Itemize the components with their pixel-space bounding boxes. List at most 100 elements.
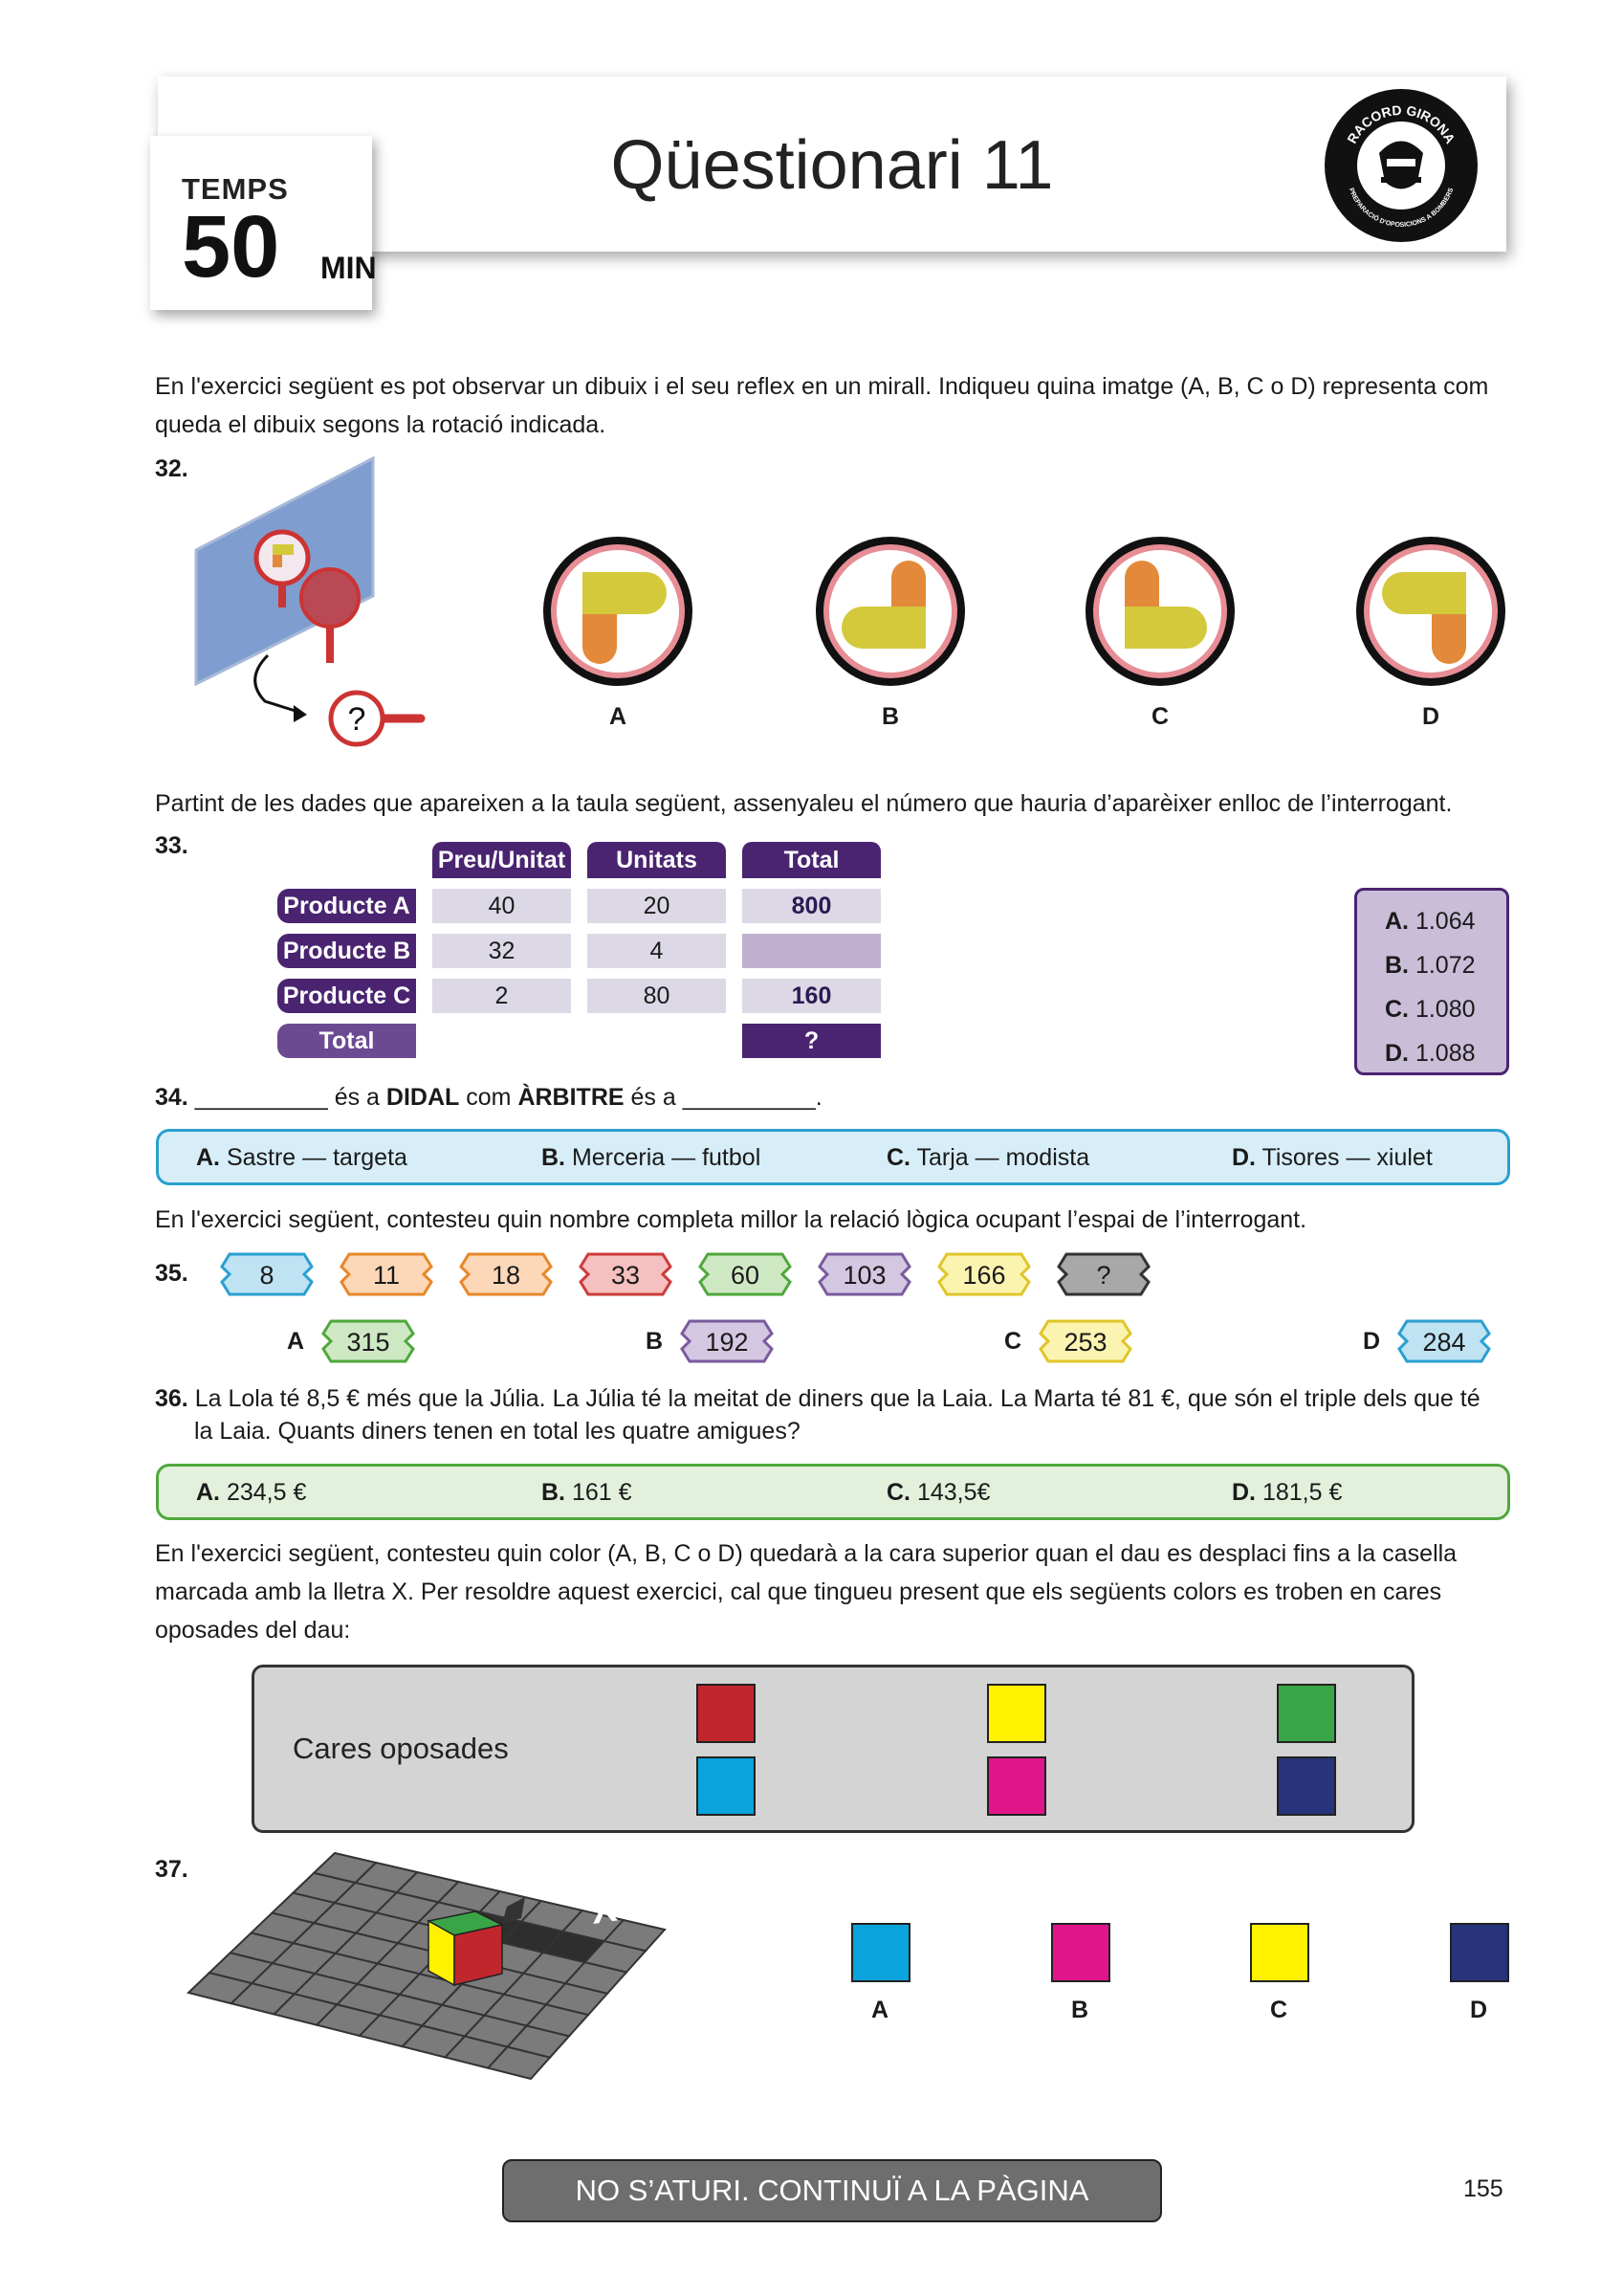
q37-intro-line2: marcada amb la lletra X. Per resoldre aq…	[155, 1578, 1442, 1605]
q36-option-d[interactable]: D. 181,5 €	[1232, 1479, 1343, 1506]
option-tag-a: 315	[321, 1319, 415, 1363]
q37-intro-line1: En l'exercici següent, contesteu quin co…	[155, 1540, 1458, 1567]
time-label: TEMPS	[182, 172, 289, 206]
sequence-tag-1-value: 8	[259, 1261, 274, 1290]
q37-option-a-swatch[interactable]	[851, 1923, 910, 1982]
target-x-mark: X	[588, 1888, 620, 1932]
q33-answer-d[interactable]: D. 1.088	[1385, 1040, 1476, 1067]
q34-option-a[interactable]: A. Sastre — targeta	[196, 1144, 407, 1171]
q37-option-d-swatch[interactable]	[1450, 1923, 1509, 1982]
q32-option-a[interactable]	[540, 534, 695, 694]
continue-next-page-button[interactable]: NO S’ATURI. CONTINUÏ A LA PÀGINA SEGÜENT	[502, 2159, 1162, 2266]
q32-option-b[interactable]	[813, 534, 968, 694]
q32-label-d: D	[1421, 703, 1440, 730]
q32-intro-line2: queda el dibuix segons la rotació indica…	[155, 411, 606, 438]
q37-label-c: C	[1269, 1997, 1288, 2023]
pair2-top-square	[987, 1684, 1046, 1743]
q33-number: 33.	[155, 832, 188, 859]
q34-option-c[interactable]: C. Tarja — modista	[887, 1144, 1090, 1171]
header-banner	[158, 77, 1506, 252]
q33-answer-a[interactable]: A. 1.064	[1385, 908, 1476, 935]
q35-number: 35.	[155, 1260, 188, 1287]
q35-intro: En l'exercici següent, contesteu quin no…	[155, 1206, 1307, 1233]
pair2-bottom-square	[987, 1756, 1046, 1816]
option-tag-a-value: 315	[347, 1328, 390, 1357]
q32-option-d[interactable]	[1353, 534, 1508, 694]
cares-oposades-box	[252, 1665, 1415, 1833]
option-b-figure	[816, 537, 965, 686]
sequence-tag-4-value: 33	[611, 1261, 640, 1290]
q32-number: 32.	[155, 455, 188, 482]
q33-answer-c[interactable]: C. 1.080	[1385, 996, 1476, 1023]
cell-a-unitats: 20	[587, 889, 726, 923]
q37-label-a: A	[870, 1997, 889, 2023]
q33-intro: Partint de les dades que apareixen a la …	[155, 790, 1453, 817]
q36-line1: 36. La Lola té 8,5 € més que la Júlia. L…	[155, 1385, 1480, 1412]
q37-option-b-swatch[interactable]	[1051, 1923, 1110, 1982]
time-value: 50	[182, 198, 280, 296]
small-piece-orange	[273, 555, 282, 567]
q34-option-d[interactable]: D. Tisores — xiulet	[1232, 1144, 1433, 1171]
pair3-bottom-square	[1277, 1756, 1336, 1816]
svg-text:★: ★	[1433, 160, 1443, 173]
col-header-preu: Preu/Unitat	[432, 842, 571, 878]
option-tag-c-value: 253	[1064, 1328, 1108, 1357]
q36-line2: la Laia. Quants diners tenen en total le…	[194, 1418, 801, 1445]
cell-a-total: 800	[742, 889, 881, 923]
sequence-tag-5: 60	[698, 1252, 792, 1296]
option-tag-d: 284	[1397, 1319, 1491, 1363]
page-title: Qüestionari 11	[610, 127, 1054, 204]
q32-option-c[interactable]	[1083, 534, 1238, 694]
q35-option-c[interactable]: C 253	[1004, 1318, 1132, 1364]
row-label-b: Producte B	[277, 934, 416, 968]
q33-answers: A. 1.064 B. 1.072 C. 1.080 D. 1.088	[1385, 899, 1476, 1075]
row-label-c: Producte C	[277, 979, 416, 1013]
q35-option-letter: A	[287, 1327, 305, 1355]
q36-option-c[interactable]: C. 143,5€	[887, 1479, 991, 1506]
q34-option-b[interactable]: B. Merceria — futbol	[541, 1144, 761, 1171]
cell-c-unitats: 80	[587, 979, 726, 1013]
cell-total-unknown: ?	[742, 1024, 881, 1058]
option-tag-b-value: 192	[706, 1328, 749, 1357]
question-lens-icon	[328, 690, 385, 747]
sequence-tag-5-value: 60	[731, 1261, 759, 1290]
q35-option-letter: D	[1363, 1327, 1381, 1355]
option-tag-d-value: 284	[1423, 1328, 1466, 1357]
q36-option-b[interactable]: B. 161 €	[541, 1479, 632, 1506]
dice-side-face	[453, 1924, 503, 1986]
sequence-tag-3: 18	[459, 1252, 553, 1296]
q33-answers-box	[1354, 888, 1509, 1075]
sequence-tag-8: ?	[1057, 1252, 1151, 1296]
cell-a-preu: 40	[432, 889, 571, 923]
rotation-arrow-icon	[253, 653, 302, 715]
col-header-total: Total	[742, 842, 881, 878]
option-a-figure	[543, 537, 692, 686]
q37-intro-line3: oposades del dau:	[155, 1617, 351, 1644]
sequence-tag-8-value: ?	[1096, 1261, 1110, 1290]
option-tag-c: 253	[1039, 1319, 1132, 1363]
svg-text:★: ★	[1360, 160, 1371, 173]
q35-option-letter: C	[1004, 1327, 1022, 1355]
pair1-bottom-square	[696, 1756, 756, 1816]
q36-option-a[interactable]: A. 234,5 €	[196, 1479, 307, 1506]
sequence-tag-3-value: 18	[492, 1261, 520, 1290]
racord-girona-logo-icon: RACORD GIRONA PREPARACIÓ D'OPOSICIONS A …	[1325, 89, 1478, 242]
cell-c-total: 160	[742, 979, 881, 1013]
option-d-figure	[1356, 537, 1505, 686]
question-mark: ?	[348, 701, 366, 738]
row-label-total: Total	[277, 1024, 416, 1058]
q35-option-d[interactable]: D 284	[1363, 1318, 1491, 1364]
q32-label-a: A	[608, 703, 627, 730]
sequence-tag-4: 33	[579, 1252, 672, 1296]
q33-answer-b[interactable]: B. 1.072	[1385, 952, 1476, 979]
q35-option-a[interactable]: A 315	[287, 1318, 415, 1364]
q37-option-c-swatch[interactable]	[1250, 1923, 1309, 1982]
option-tag-b: 192	[680, 1319, 774, 1363]
sequence-tag-1: 8	[220, 1252, 314, 1296]
cell-b-preu: 32	[432, 934, 571, 968]
col-header-unitats: Unitats	[587, 842, 726, 878]
sequence-tag-6: 103	[818, 1252, 911, 1296]
q34-options-bar	[156, 1129, 1510, 1185]
